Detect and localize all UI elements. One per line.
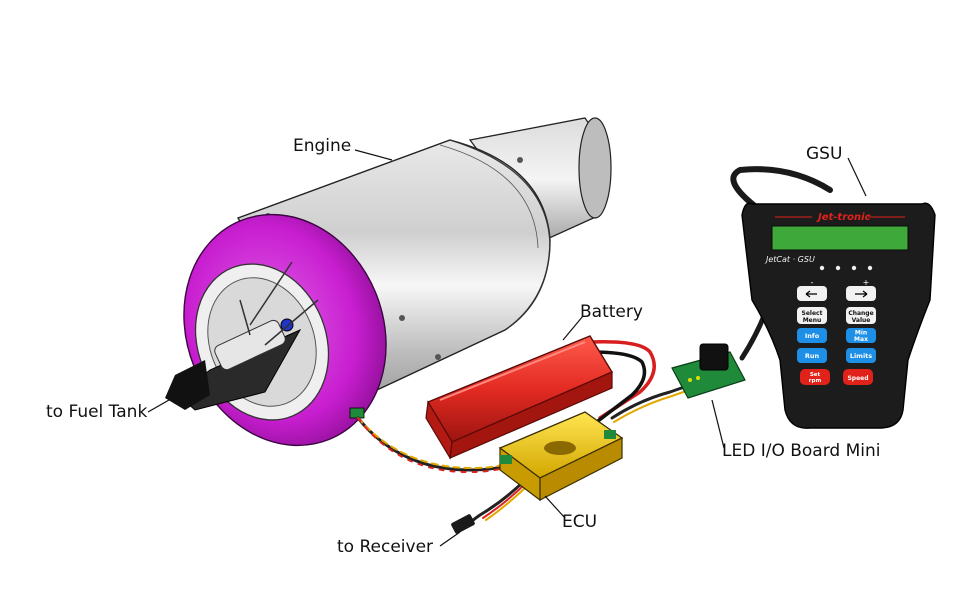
gsu-handheld: Jet-tronic JetCat · GSU - + Select Menu … xyxy=(741,202,936,429)
label-ecu: ECU xyxy=(562,512,598,532)
info-label: Info xyxy=(805,332,820,340)
label-engine: Engine xyxy=(293,136,352,156)
change-value-button[interactable] xyxy=(846,307,876,324)
set-rpm-button[interactable] xyxy=(800,369,830,385)
gsu-model: JetCat · GSU xyxy=(764,255,815,264)
info-button[interactable] xyxy=(797,328,827,343)
run-button[interactable] xyxy=(797,348,827,363)
min-label: Min xyxy=(855,330,867,337)
receiver-plug xyxy=(451,514,475,534)
leader-lines xyxy=(147,149,867,547)
run-label: Run xyxy=(805,352,820,360)
battery-pack xyxy=(425,335,614,460)
min-max-button[interactable] xyxy=(846,328,876,343)
label-led-board: LED I/O Board Mini xyxy=(722,441,881,461)
set-label: Set xyxy=(810,372,821,378)
change-label-2: Value xyxy=(852,317,871,324)
label-fuel-tank: to Fuel Tank xyxy=(46,402,148,422)
gsu-brand: Jet-tronic xyxy=(816,212,871,223)
minus-label: - xyxy=(811,278,814,287)
label-receiver: to Receiver xyxy=(337,537,434,557)
select-menu-button[interactable] xyxy=(797,307,827,324)
jet-engine xyxy=(165,117,612,447)
max-label: Max xyxy=(854,336,868,343)
select-label-2: Menu xyxy=(803,317,822,324)
speed-button[interactable] xyxy=(843,369,873,385)
speed-label: Speed xyxy=(847,375,868,382)
plus-label: + xyxy=(863,278,870,287)
limits-label: Limits xyxy=(850,352,872,360)
change-label-1: Change xyxy=(848,310,873,317)
rpm-label: rpm xyxy=(809,378,822,384)
gsu-screen xyxy=(771,225,909,251)
label-gsu: GSU xyxy=(806,144,843,164)
led-io-board xyxy=(671,343,746,399)
ecu-unit xyxy=(498,411,624,502)
select-label-1: Select xyxy=(802,310,823,317)
limits-button[interactable] xyxy=(846,348,876,363)
label-battery: Battery xyxy=(580,302,643,322)
